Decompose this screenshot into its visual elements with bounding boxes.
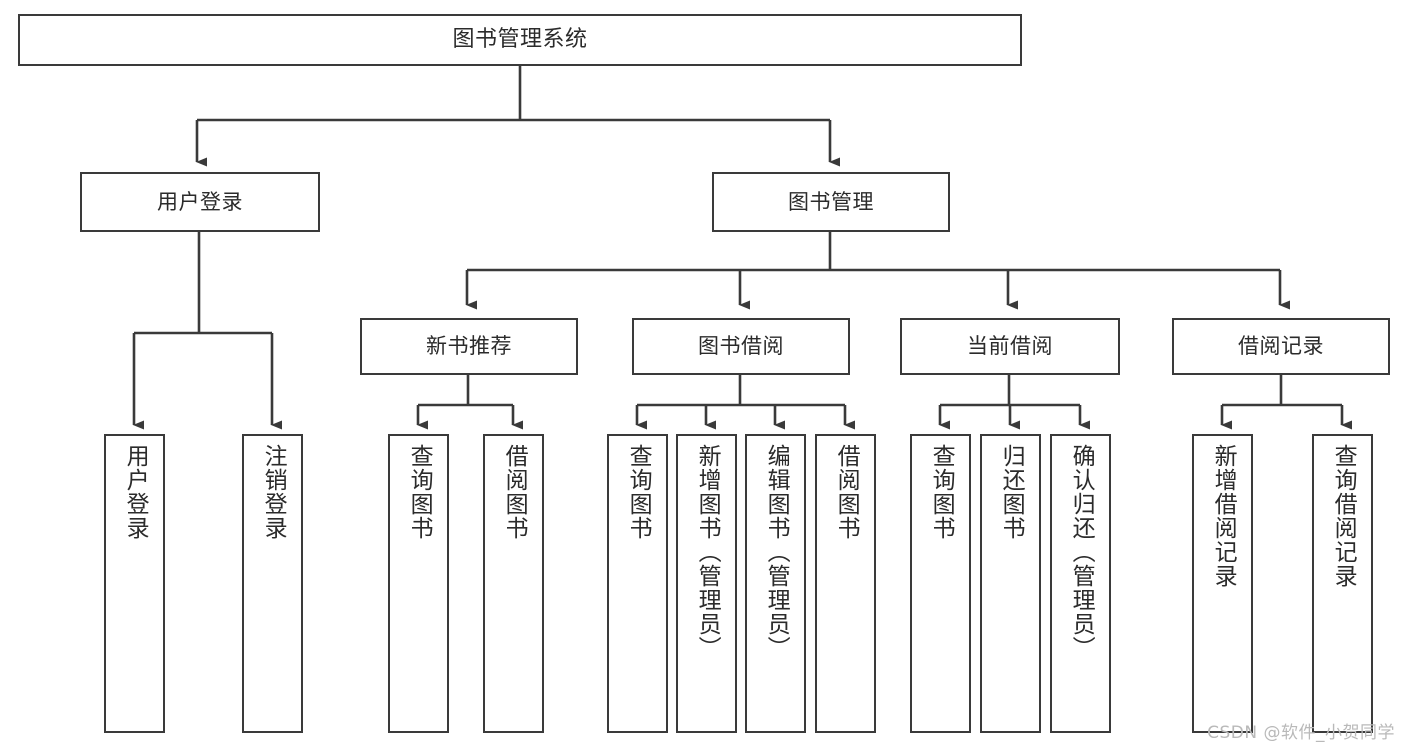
leaf-records-add-record[interactable]: 新增借阅记录 (1192, 434, 1253, 733)
node-label: 归还图书 (998, 444, 1025, 540)
node-label: 借阅记录 (1238, 334, 1324, 359)
leaf-borrow-add-book-admin[interactable]: 新增图书（管理员） (676, 434, 737, 733)
node-label: 查询借阅记录 (1330, 444, 1357, 588)
leaf-current-confirm-return-admin[interactable]: 确认归还（管理员） (1050, 434, 1111, 733)
node-label: 新增借阅记录 (1210, 444, 1237, 588)
node-label: 查询图书 (406, 444, 433, 540)
leaf-recommend-query-books[interactable]: 查询图书 (388, 434, 449, 733)
node-label: 用户登录 (122, 444, 149, 540)
leaf-borrow-borrow-books[interactable]: 借阅图书 (815, 434, 876, 733)
leaf-records-query-record[interactable]: 查询借阅记录 (1312, 434, 1373, 733)
node-borrow-records[interactable]: 借阅记录 (1172, 318, 1390, 375)
node-current-borrow[interactable]: 当前借阅 (900, 318, 1120, 375)
node-label: 图书管理系统 (452, 27, 588, 53)
node-book-management[interactable]: 图书管理 (712, 172, 950, 232)
node-label: 确认归还（管理员） (1068, 444, 1095, 660)
leaf-current-return-books[interactable]: 归还图书 (980, 434, 1041, 733)
node-label: 图书管理 (788, 189, 874, 214)
node-root-book-management-system[interactable]: 图书管理系统 (18, 14, 1022, 66)
node-label: 新增图书（管理员） (694, 444, 721, 660)
watermark: CSDN @软件_小贺同学 (1207, 723, 1395, 743)
node-label: 当前借阅 (967, 334, 1053, 359)
node-book-borrow[interactable]: 图书借阅 (632, 318, 850, 375)
node-label: 编辑图书（管理员） (763, 444, 790, 660)
node-label: 用户登录 (157, 189, 243, 214)
node-label: 注销登录 (260, 444, 287, 540)
leaf-user-login-logout[interactable]: 注销登录 (242, 434, 303, 733)
node-label: 查询图书 (928, 444, 955, 540)
node-label: 查询图书 (625, 444, 652, 540)
leaf-recommend-borrow-books[interactable]: 借阅图书 (483, 434, 544, 733)
node-label: 图书借阅 (698, 334, 784, 359)
leaf-borrow-query-books[interactable]: 查询图书 (607, 434, 668, 733)
node-label: 新书推荐 (426, 334, 512, 359)
node-new-book-recommend[interactable]: 新书推荐 (360, 318, 578, 375)
node-user-login[interactable]: 用户登录 (80, 172, 320, 232)
leaf-borrow-edit-book-admin[interactable]: 编辑图书（管理员） (745, 434, 806, 733)
node-label: 借阅图书 (501, 444, 528, 540)
leaf-user-login-login[interactable]: 用户登录 (104, 434, 165, 733)
node-label: 借阅图书 (833, 444, 860, 540)
leaf-current-query-books[interactable]: 查询图书 (910, 434, 971, 733)
